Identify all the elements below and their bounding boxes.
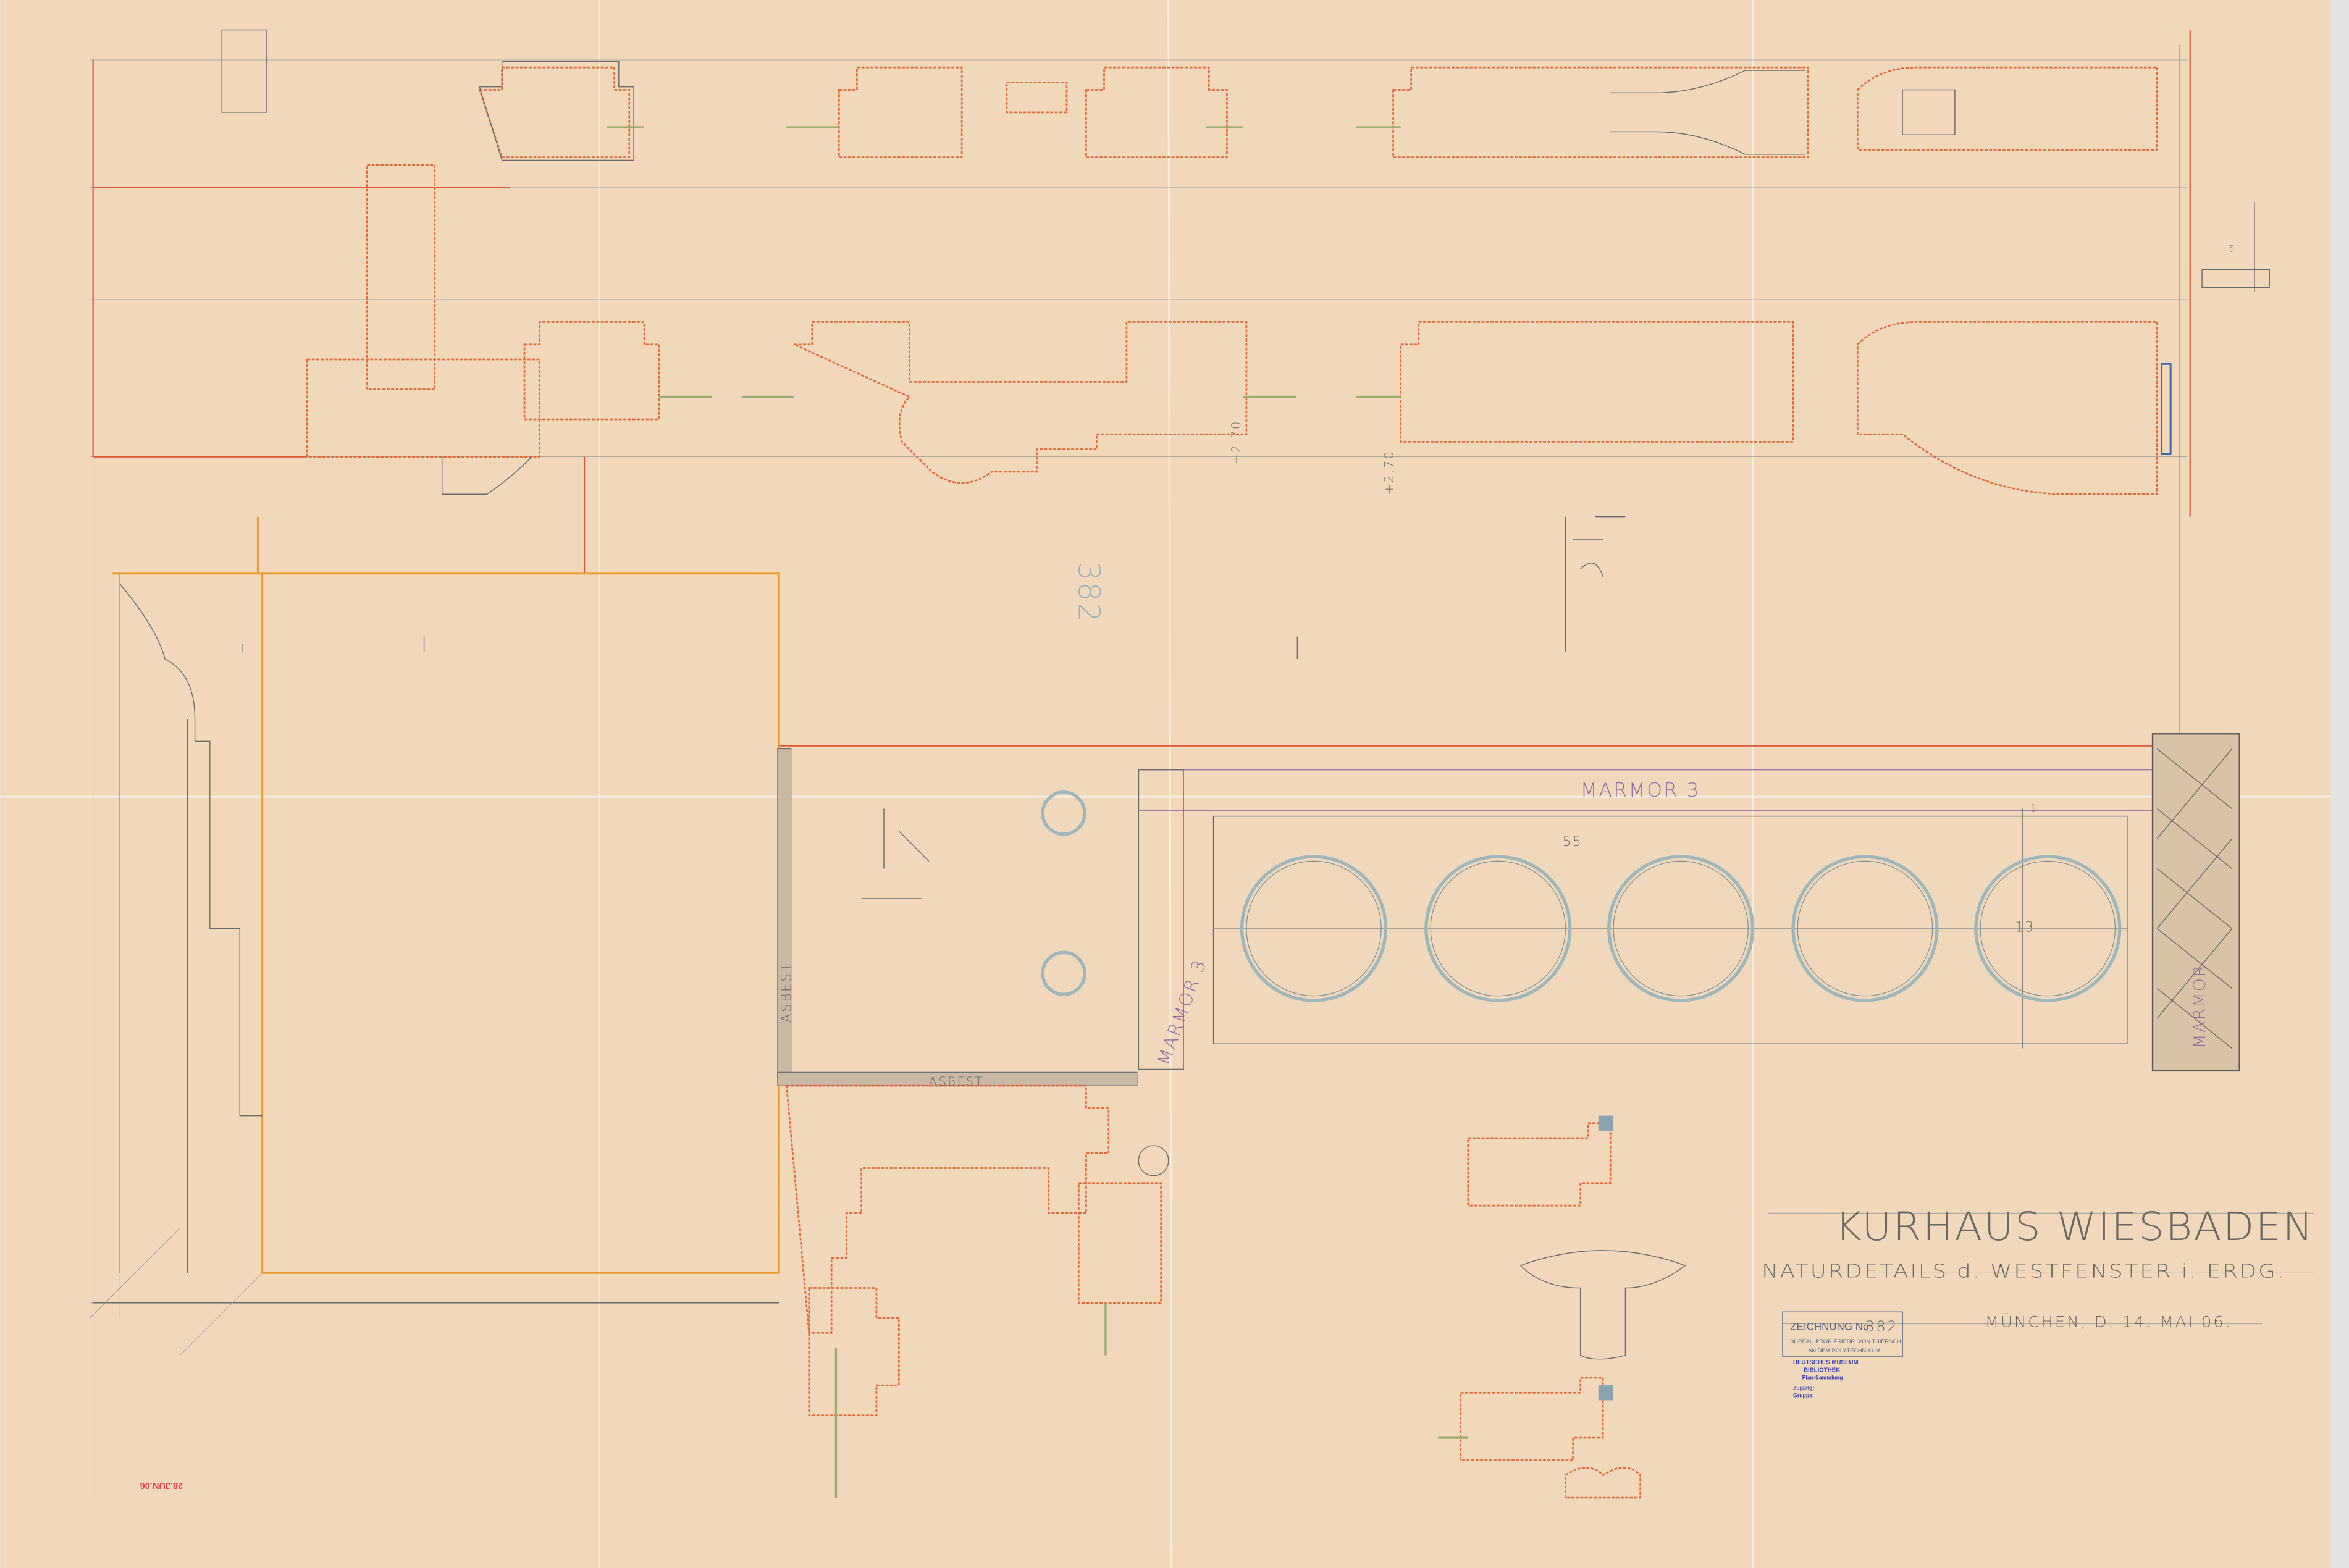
label-asbest-horizontal: ASBEST <box>929 1075 984 1089</box>
drawing-title: KURHAUS WIESBADEN <box>1835 1204 2314 1249</box>
museum-line-1: DEUTSCHES MUSEUM <box>1793 1359 1859 1366</box>
red-pencil-lines <box>92 30 2240 747</box>
dimension-5: 5 <box>2229 243 2237 254</box>
asbest-band <box>777 748 1138 1086</box>
dimension-13: 13 <box>2015 920 2035 935</box>
circular-openings <box>1240 855 2122 1002</box>
window-profiles-second-row <box>306 164 2270 652</box>
stamp-label: ZEICHNUNG No <box>1790 1320 1868 1332</box>
drawing-number-stamp: ZEICHNUNG No 382 BUREAU PROF. FRIEDR. VO… <box>1782 1311 1903 1357</box>
dimension-55: 55 <box>1563 834 1583 850</box>
window-profiles-top-row <box>221 29 2158 161</box>
label-asbest-vertical: ASBEST <box>779 962 795 1023</box>
dimension-1: 1 <box>2030 802 2038 815</box>
title-guide-lines <box>1767 1212 2314 1325</box>
drawing-subtitle: NATURDETAILS d. WESTFENSTER i. ERDG. <box>1762 1261 2286 1283</box>
stamp-line-2: AN DEM POLYTECHNIKUM. <box>1808 1348 1881 1354</box>
museum-stamp: DEUTSCHES MUSEUM BIBLIOTHEK Plan-Sammlun… <box>1793 1359 1859 1398</box>
marble-panel-elevation <box>1138 733 2240 1072</box>
label-marmor-top: MARMOR 3 <box>1581 779 1700 802</box>
museum-line-5: Gruppe: <box>1793 1393 1814 1399</box>
level-mark-2: +2,70 <box>1382 450 1397 495</box>
stamp-number: 382 <box>1865 1317 1898 1335</box>
pencil-drawing-number: 382 <box>1071 561 1106 623</box>
stamp-line-1: BUREAU PROF. FRIEDR. VON THIERSCH <box>1790 1338 1901 1344</box>
paper-edge <box>2330 0 2349 1568</box>
level-mark-1: +2,70 <box>1229 420 1243 464</box>
label-marmor-right: MARMOR <box>2190 964 2209 1049</box>
museum-line-2: BIBLIOTHEK <box>1804 1367 1840 1373</box>
received-date-stamp: 28.JUN.06 <box>140 1480 183 1490</box>
museum-line-4: Zugang: <box>1793 1385 1814 1391</box>
place-and-date: MÜNCHEN, D. 14. MAI 06. <box>1985 1312 2232 1331</box>
museum-line-3: Plan-Sammlung <box>1802 1374 1843 1380</box>
